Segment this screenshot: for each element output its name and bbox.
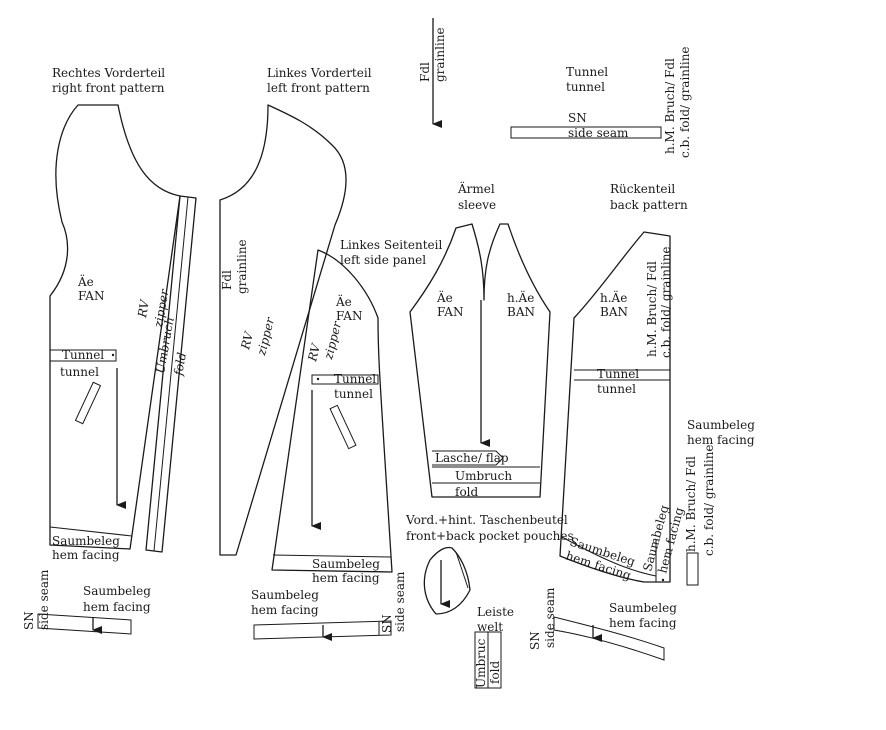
rf-tunnel-en: tunnel [60,365,99,379]
welt-leiste: Leiste [477,605,514,619]
side-tunnel-de: Tunnel [334,372,376,386]
back-piece [559,231,671,583]
lf-fdl: Fdl [220,270,234,290]
sleeve-piece [409,223,551,498]
top-grainline: grainline [433,27,447,82]
back-hem-facing-strip [686,552,699,586]
zipper-label-1: zipper [151,287,172,329]
sleeve-title-en: sleeve [458,198,496,212]
hf3-sn: SN [528,631,542,650]
hf3-hem-facing: hem facing [609,616,677,630]
side-tunnel-en: tunnel [334,387,373,401]
welt-umbruc: Umbruc [474,638,488,688]
side-fan: FAN [336,309,362,323]
rv-label-1: RV [135,298,152,320]
hf2-saumbeleg: Saumbeleg [251,588,319,602]
hem-facing-strip-2 [253,620,392,641]
tunnel-sn: SN [568,111,587,125]
hf3-saumbeleg: Saumbeleg [609,601,677,615]
sleeve-lasche: Lasche/ flap [435,451,509,465]
left-front-piece [219,104,347,556]
side-ae: Äe [335,293,352,309]
tunnel-cb-fold: c.b. fold/ grainline [678,46,692,158]
hf2-hem-facing: hem facing [251,603,319,617]
tunnel-strip [510,126,662,139]
back-hm-bruch: h.M. Bruch/ Fdl [645,261,659,357]
pocket-pouch [423,546,471,615]
hf2-side-seam: side seam [393,571,407,632]
back-hae: h.Äe [600,289,627,305]
tunnel-side-seam: side seam [568,126,629,140]
back-cb-fold: c.b. fold/ grainline [659,246,673,358]
zipper-label-2: zipper [254,315,277,358]
sleeve-ae: Äe [436,289,453,305]
fold-label-1: fold [171,351,189,378]
welt-piece [474,631,502,689]
sleeve-title-de: Ärmel [457,180,495,196]
hf1-saumbeleg: Saumbeleg [83,584,151,598]
back-tunnel-en: tunnel [597,382,636,396]
right-front-piece [49,104,181,550]
back-title-en: back pattern [610,198,688,212]
rhf-hem-facing: hem facing [687,433,755,447]
hf1-hem-facing: hem facing [83,600,151,614]
tunnel-title-de: Tunnel [566,65,608,79]
side-title-de: Linkes Seitenteil [340,238,442,252]
welt-fold: fold [488,660,502,684]
rf-fan: FAN [78,289,104,303]
zipper-label-3: zipper [321,319,344,362]
rhf-saumbeleg: Saumbeleg [687,418,755,432]
rf-title-en: right front pattern [52,81,165,95]
rv-label-2: RV [238,329,256,351]
sleeve-ban: BAN [507,305,535,319]
lf-title-en: left front pattern [267,81,370,95]
side-hem-facing: hem facing [312,571,380,585]
pocket-title-de: Vord.+hint. Taschenbeutel [405,513,568,527]
rhf-hm-bruch: h.M. Bruch/ Fdl [684,456,698,552]
rhf-cb-fold: c.b. fold/ grainline [702,444,716,556]
left-side-panel [271,249,393,573]
hf2-sn: SN [380,614,394,633]
tunnel-hm-bruch: h.M. Bruch/ Fdl [663,58,677,154]
zipper-fold-strip [145,195,197,553]
back-tunnel-de: Tunnel [597,367,639,381]
side-title-en: left side panel [340,253,426,267]
back-ban: BAN [600,305,628,319]
lf-grainline: grainline [235,239,249,294]
hf1-sn: SN [22,611,36,630]
rf-hem-facing: hem facing [52,548,120,562]
hf1-side-seam: side seam [37,569,51,630]
sleeve-fold: fold [455,485,479,499]
rf-tunnel-de: Tunnel [62,348,104,362]
top-fdl: Fdl [418,62,432,82]
hem-facing-strip-1 [37,613,132,635]
side-saumbeleg: Saumbeleg [312,557,380,571]
hf3-side-seam: side seam [543,587,557,648]
sleeve-hae: h.Äe [507,289,534,305]
rf-title-de: Rechtes Vorderteil [52,66,165,80]
welt-en: welt [477,620,503,634]
pocket-title-en: front+back pocket pouches [406,529,574,543]
hem-facing-strip-3 [553,616,665,661]
sleeve-umbruch: Umbruch [455,469,512,483]
rv-label-3: RV [305,341,323,363]
rf-saumbeleg: Saumbeleg [52,534,120,548]
sleeve-fan: FAN [437,305,463,319]
rf-ae: Äe [77,273,94,289]
back-title-de: Rückenteil [610,182,675,196]
tunnel-title-en: tunnel [566,80,605,94]
lf-title-de: Linkes Vorderteil [267,66,372,80]
